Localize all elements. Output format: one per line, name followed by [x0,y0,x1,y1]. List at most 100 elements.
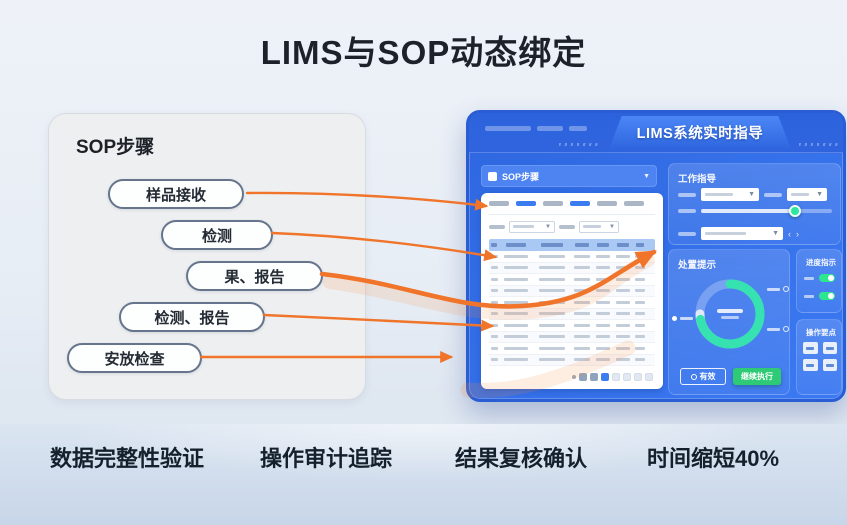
toggle-switch[interactable] [819,274,835,282]
chevron-down-icon: ▼ [609,223,615,230]
page-button[interactable] [601,373,609,381]
benefit-time-saved: 时间缩短40% [647,446,780,471]
tab-item[interactable] [489,201,509,206]
page-button[interactable] [572,375,576,379]
next-arrow-icon[interactable]: › [796,228,799,239]
tab-item-active[interactable] [516,201,536,206]
key-points-grid [803,342,837,371]
guide-slider-row [678,205,832,217]
sop-library-dropdown[interactable]: SOP步骤 ▼ [481,165,657,187]
donut-legend-item [672,316,693,321]
table-row [489,308,655,320]
tab-item[interactable] [624,201,644,206]
filter-select[interactable]: ▼ [509,220,555,233]
tab-item-active[interactable] [570,201,590,206]
records-card: ▼ ▼ [481,193,663,389]
page-button[interactable] [612,373,620,381]
list-icon [488,171,497,181]
chevron-down-icon: ▼ [772,230,779,237]
chevron-down-icon: ▼ [545,223,551,230]
key-point-button[interactable] [822,359,837,371]
field-label [678,231,696,236]
page-button[interactable] [634,373,642,381]
sop-panel-heading: SOP步骤 [76,137,155,158]
toggle-row [804,274,835,282]
filter-select[interactable]: ▼ [579,220,619,233]
table-row [489,320,655,332]
key-points-title: 操作要点 [806,328,836,337]
table-row [489,251,655,263]
chevron-down-icon: ▼ [748,191,755,198]
footer-band: 数据完整性验证 操作审计追踪 结果复核确认 时间缩短40% [0,424,847,525]
progress-indicator-panel: 进度指示 [796,249,842,313]
circle-icon [690,373,697,380]
guide-select[interactable]: ▼ [787,188,827,201]
page-button[interactable] [623,373,631,381]
sop-step-placement-check[interactable]: 安放检查 [67,343,202,373]
sop-panel: SOP步骤 样品接收 检测 果、报告 检测、报告 安放检查 [48,113,366,400]
work-guide-title: 工作指导 [678,174,717,185]
toggle-label [804,276,814,280]
donut-legend-item [767,286,789,292]
page-button[interactable] [579,373,587,381]
guide-form-row: ▼ ‹ › [678,227,832,240]
tab-item[interactable] [597,201,617,206]
field-label [764,192,782,197]
key-point-button[interactable] [822,342,837,354]
disposal-tips-panel: 处置提示 有效 继续执行 [668,249,790,395]
lims-dashboard-window: LIMS系统实时指导 SOP步骤 ▼ ▼ [466,110,846,402]
benefit-result-review: 结果复核确认 [455,446,588,471]
prev-arrow-icon[interactable]: ‹ [788,228,791,239]
sop-step-result-report[interactable]: 果、报告 [186,261,323,291]
records-table[interactable] [489,239,655,366]
header-decor-dashes [559,143,601,146]
slider-handle[interactable] [789,205,802,217]
records-tabs [489,201,655,215]
chevron-down-icon: ▼ [643,172,650,180]
progress-donut [692,276,768,352]
field-label [678,209,696,213]
key-point-button[interactable] [803,342,818,354]
progress-slider[interactable] [701,205,832,217]
work-guide-panel: 工作指导 ▼ ▼ ▼ ‹ › [668,163,841,245]
valid-button[interactable]: 有效 [680,368,726,385]
benefit-audit-trail: 操作审计追踪 [260,446,393,471]
disposal-tips-title: 处置提示 [678,260,717,271]
table-row [489,331,655,343]
slider-fill [701,209,796,213]
chevron-down-icon: ▼ [816,191,823,198]
execute-button[interactable]: 继续执行 [733,368,781,385]
key-point-button[interactable] [803,359,818,371]
dashboard-title: LIMS系统实时指导 [636,126,764,142]
donut-center-label [692,276,768,352]
sop-step-test-report[interactable]: 检测、报告 [119,302,265,332]
filter-label [559,224,575,229]
sop-step-test[interactable]: 检测 [161,220,273,250]
guide-select[interactable]: ▼ [701,227,783,240]
benefit-data-integrity: 数据完整性验证 [50,446,205,471]
donut-legend-item [767,326,789,332]
guide-select[interactable]: ▼ [701,188,759,201]
table-row [489,285,655,297]
field-label [678,192,696,197]
dashboard-title-tab: LIMS系统实时指导 [609,116,791,149]
header-decor-dashes [799,143,841,146]
header-logo-placeholder [485,126,531,131]
toggle-switch[interactable] [819,292,835,300]
header-text-placeholder [537,126,563,131]
page-title: LIMS与SOP动态绑定 [260,34,587,71]
table-row [489,297,655,309]
table-row [489,354,655,366]
header-text-placeholder [569,126,587,131]
table-row [489,274,655,286]
tab-item[interactable] [543,201,563,206]
table-row [489,262,655,274]
page-button[interactable] [645,373,653,381]
table-pagination[interactable] [572,373,653,381]
guide-form-row: ▼ ▼ [678,188,832,201]
page-button[interactable] [590,373,598,381]
table-row [489,343,655,355]
progress-panel-title: 进度指示 [806,258,836,267]
sop-step-sample-receive[interactable]: 样品接收 [108,179,244,209]
